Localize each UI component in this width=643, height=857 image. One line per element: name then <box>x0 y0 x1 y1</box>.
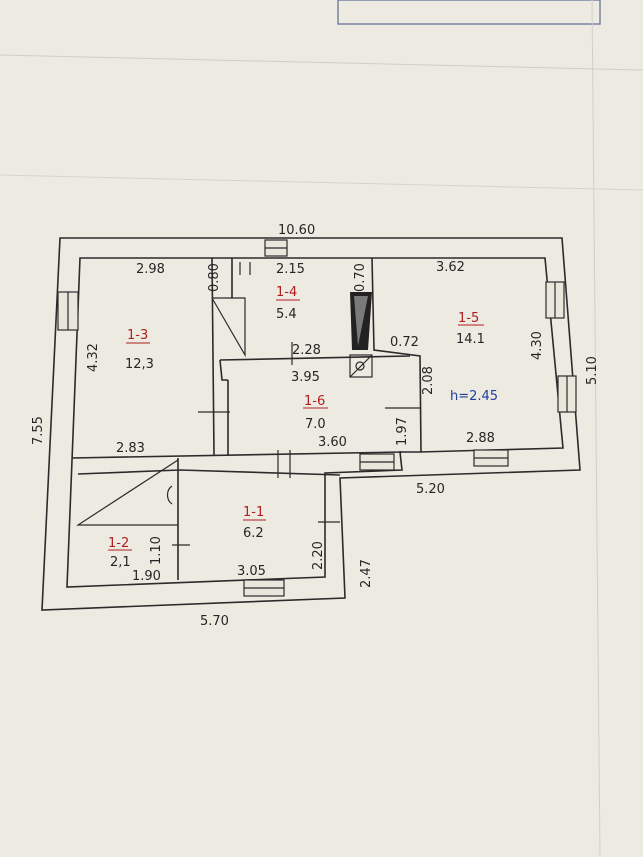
ceiling-height-note: h=2.45 <box>450 389 498 404</box>
door-arc <box>166 485 173 505</box>
vent-circle <box>355 361 365 371</box>
faint-line <box>0 174 643 191</box>
room-1-6-right-depth: 2.08 <box>421 366 436 395</box>
room-1-2-depth: 1.10 <box>149 536 164 565</box>
dim-right-height: 5.10 <box>585 356 600 385</box>
dim-top-width: 10.60 <box>278 223 315 238</box>
closet-diagonal <box>211 297 246 358</box>
wall-1-5-west <box>371 257 422 453</box>
room-1-6-door-offset: 1.97 <box>395 417 410 446</box>
dim-left-height: 7.55 <box>31 416 46 445</box>
room-1-1-id: 1-1 <box>243 505 264 520</box>
inner-wall-outline <box>66 257 564 588</box>
dim-bottom-left-width: 5.70 <box>200 614 229 629</box>
room-1-6-bottom-width: 3.60 <box>318 435 347 450</box>
room-1-3-id: 1-3 <box>127 328 148 343</box>
room-1-5-offset: 0.72 <box>390 335 419 350</box>
vent-diagonal <box>349 354 373 378</box>
room-1-3-depth: 4.32 <box>86 343 101 372</box>
faint-line <box>0 54 643 71</box>
wall-corridor-south <box>77 469 341 476</box>
room-1-4-chimney-width: 0.70 <box>353 263 368 292</box>
room-1-4-width: 2.15 <box>276 262 305 277</box>
room-1-4-bottom-width: 2.28 <box>292 343 321 358</box>
room-1-3-bottom-width: 2.83 <box>116 441 145 456</box>
room-1-2-id: 1-2 <box>108 536 129 551</box>
dim-bottom-right-width: 5.20 <box>416 482 445 497</box>
wall-1-4-south <box>219 355 411 361</box>
room-1-5-bottom-width: 2.88 <box>466 431 495 446</box>
room-1-4-closet-width: 0.80 <box>207 263 222 292</box>
room-1-5-width: 3.62 <box>436 260 465 275</box>
room-1-1-depth: 2.20 <box>311 541 326 570</box>
room-1-2-area: 2,1 <box>110 555 131 570</box>
chimney-hatch <box>354 296 368 346</box>
door-marks <box>172 262 420 546</box>
room-1-5-id: 1-5 <box>458 311 479 326</box>
room-id-underlines <box>108 299 484 551</box>
form-box <box>337 0 601 25</box>
room-1-2-width: 1.90 <box>132 569 161 584</box>
room-1-3-width: 2.98 <box>136 262 165 277</box>
room-1-5-depth: 4.30 <box>530 331 545 360</box>
room-1-1-area: 6.2 <box>243 526 264 541</box>
stair-diagonal <box>75 459 179 526</box>
windows <box>57 239 577 597</box>
wall-1-3-east <box>211 257 215 456</box>
dim-lower-right-height: 2.47 <box>359 559 374 588</box>
room-1-6-width: 3.95 <box>291 370 320 385</box>
faint-line <box>591 0 601 857</box>
room-1-4-id: 1-4 <box>276 285 297 300</box>
wall-1-6-notch <box>219 359 228 381</box>
room-1-6-area: 7.0 <box>305 417 326 432</box>
wall-corridor-north <box>71 451 403 459</box>
outer-wall-outline <box>41 237 581 611</box>
room-1-3-area: 12,3 <box>125 357 154 372</box>
fixtures <box>75 297 373 526</box>
outer-walls <box>41 237 581 611</box>
room-1-4-area: 5.4 <box>276 307 297 322</box>
room-1-1-width: 3.05 <box>237 564 266 579</box>
vent-box <box>349 354 373 378</box>
room-1-6-id: 1-6 <box>304 394 325 409</box>
room-1-5-area: 14.1 <box>456 332 485 347</box>
